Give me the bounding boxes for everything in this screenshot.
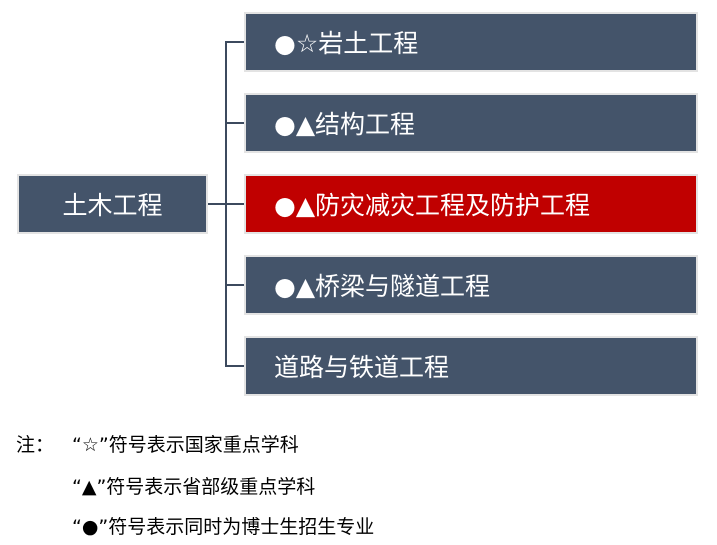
node-label: 道路与铁道工程 xyxy=(274,353,450,382)
node-label: ●▲桥梁与隧道工程 xyxy=(274,272,491,301)
connector-branch xyxy=(225,365,245,367)
child-node-geotechnical: ●☆岩土工程 xyxy=(244,12,698,72)
connector-branch xyxy=(225,284,245,286)
note-line: “▲”符号表示省部级重点学科 xyxy=(72,476,316,498)
child-node-disaster-prevention: ●▲防灾减灾工程及防护工程 xyxy=(244,174,698,234)
child-node-road-railway: 道路与铁道工程 xyxy=(244,336,698,396)
child-node-structural: ●▲结构工程 xyxy=(244,93,698,153)
connector-trunk xyxy=(225,41,227,367)
node-label: ●▲防灾减灾工程及防护工程 xyxy=(274,191,591,220)
note-line: “●”符号表示同时为博士生招生专业 xyxy=(72,516,375,538)
note-prefix: 注： xyxy=(16,434,55,456)
root-node: 土木工程 xyxy=(17,174,208,234)
node-label: ●☆岩土工程 xyxy=(274,29,419,58)
root-label: 土木工程 xyxy=(62,191,163,220)
node-label: ●▲结构工程 xyxy=(274,110,416,139)
connector-branch xyxy=(225,122,245,124)
note-line: “☆”符号表示国家重点学科 xyxy=(72,434,299,456)
connector-branch xyxy=(225,41,245,43)
child-node-bridge-tunnel: ●▲桥梁与隧道工程 xyxy=(244,255,698,315)
